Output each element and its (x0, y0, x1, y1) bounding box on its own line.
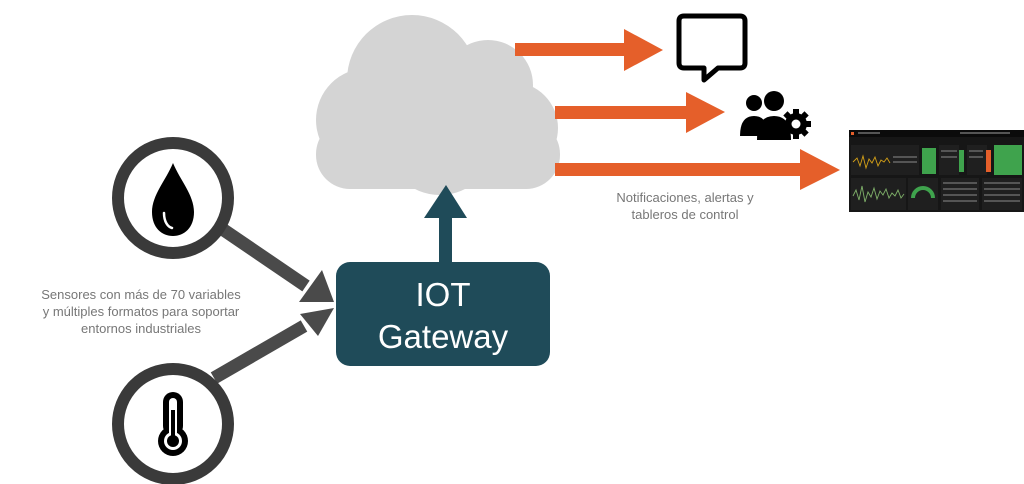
gateway-title-line1: IOT (416, 276, 471, 313)
sensors-caption: Sensores con más de 70 variables y múlti… (10, 286, 272, 337)
notifications-caption: Notificaciones, alertas y tableros de co… (590, 189, 780, 223)
users-gear-icon (740, 91, 811, 140)
notifications-caption-line: Notificaciones, alertas y (616, 190, 754, 205)
chat-bubble-icon (676, 13, 748, 83)
sensor-bottom-arrowhead (300, 308, 334, 336)
gateway-title-line2: Gateway (378, 318, 509, 355)
iot-gateway-box: IOT Gateway (336, 262, 550, 366)
thermometer-icon (158, 392, 188, 456)
sensor-arrows (208, 216, 334, 384)
sensor-top-arrowhead (299, 270, 334, 302)
sensor-water-drop (112, 137, 234, 259)
output-arrows (515, 29, 840, 190)
dashboard-thumbnail (849, 130, 1024, 212)
sensors-caption-line: Sensores con más de 70 variables (41, 287, 241, 302)
sensors-caption-line: entornos industriales (81, 321, 201, 336)
water-drop-icon (152, 163, 194, 236)
sensor-thermometer (112, 363, 234, 484)
cloud-shape (316, 15, 560, 195)
gateway-up-arrow (424, 185, 467, 262)
sensors-caption-line: y múltiples formatos para soportar (42, 304, 240, 319)
notifications-caption-line: tableros de control (631, 207, 739, 222)
